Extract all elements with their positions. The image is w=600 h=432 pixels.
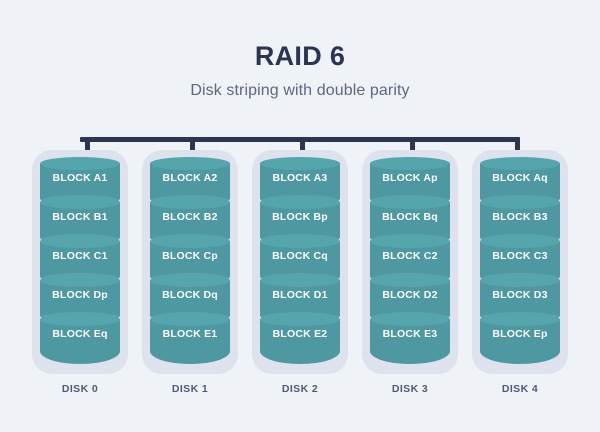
cylinder-top-ellipse <box>40 235 120 248</box>
cylinder-body <box>480 319 560 364</box>
disk-column-4[interactable]: BLOCK Aq BLOCK B3 BLOCK C3 BLOCK D3 BLOCK Ep <box>472 150 568 374</box>
cylinder-top-ellipse <box>370 157 450 170</box>
block-label: BLOCK Ap <box>382 172 438 184</box>
block-label: BLOCK Aq <box>492 172 548 184</box>
block-label: BLOCK Dq <box>162 289 218 301</box>
block-label: BLOCK Bp <box>272 211 328 223</box>
cylinder-top-ellipse <box>40 157 120 170</box>
disk-label-0: DISK 0 <box>61 383 99 395</box>
cylinder-top-ellipse <box>150 157 230 170</box>
block-label: BLOCK Cp <box>162 250 218 262</box>
cylinder-top-ellipse <box>260 196 340 209</box>
block-stack: BLOCK Aq BLOCK B3 BLOCK C3 BLOCK D3 BLOCK Ep <box>480 157 560 367</box>
block-label: BLOCK E3 <box>382 328 438 340</box>
block-label: BLOCK A2 <box>162 172 218 184</box>
disk-column-1[interactable]: BLOCK A2 BLOCK B2 BLOCK Cp BLOCK Dq BLOCK E1 <box>142 150 238 374</box>
block-label: BLOCK C1 <box>52 250 108 262</box>
disk-casing: BLOCK A1 BLOCK B1 BLOCK C1 BLOCK Dp BLOCK Eq <box>32 150 128 374</box>
disk-block[interactable]: BLOCK Ep <box>480 313 560 364</box>
disk-column-2[interactable]: BLOCK A3 BLOCK Bp BLOCK Cq BLOCK D1 BLOCK E2 <box>252 150 348 374</box>
disk-block[interactable]: BLOCK A1 <box>40 157 120 208</box>
block-label: BLOCK C2 <box>382 250 438 262</box>
block-label: BLOCK Cq <box>272 250 328 262</box>
block-label: BLOCK D1 <box>272 289 328 301</box>
disk-label-2: DISK 2 <box>281 383 319 395</box>
cylinder-top-ellipse <box>260 157 340 170</box>
block-stack: BLOCK A2 BLOCK B2 BLOCK Cp BLOCK Dq BLOCK E1 <box>150 157 230 367</box>
disk-block[interactable]: BLOCK Aq <box>480 157 560 208</box>
cylinder-body <box>150 319 230 364</box>
block-label: BLOCK B1 <box>52 211 108 223</box>
cylinder-top-ellipse <box>150 196 230 209</box>
disk-label-4: DISK 4 <box>501 383 539 395</box>
block-stack: BLOCK A1 BLOCK B1 BLOCK C1 BLOCK Dp BLOCK Eq <box>40 157 120 367</box>
cylinder-top-ellipse <box>480 274 560 287</box>
cylinder-top-ellipse <box>370 313 450 326</box>
cylinder-top-ellipse <box>40 274 120 287</box>
cylinder-top-ellipse <box>370 235 450 248</box>
block-stack: BLOCK Ap BLOCK Bq BLOCK C2 BLOCK D2 BLOCK E3 <box>370 157 450 367</box>
block-label: BLOCK Ep <box>492 328 548 340</box>
disk-casing: BLOCK Ap BLOCK Bq BLOCK C2 BLOCK D2 BLOCK E3 <box>362 150 458 374</box>
cylinder-top-ellipse <box>40 196 120 209</box>
cylinder-top-ellipse <box>150 274 230 287</box>
cylinder-top-ellipse <box>480 157 560 170</box>
cylinder-top-ellipse <box>40 313 120 326</box>
disk-column-0[interactable]: BLOCK A1 BLOCK B1 BLOCK C1 BLOCK Dp BLOCK Eq <box>32 150 128 374</box>
disk-column-3[interactable]: BLOCK Ap BLOCK Bq BLOCK C2 BLOCK D2 BLOCK E3 <box>362 150 458 374</box>
cylinder-top-ellipse <box>480 313 560 326</box>
block-label: BLOCK A3 <box>272 172 328 184</box>
cylinder-body <box>370 319 450 364</box>
disk-casing: BLOCK A3 BLOCK Bp BLOCK Cq BLOCK D1 BLOCK E2 <box>252 150 348 374</box>
disk-label-3: DISK 3 <box>391 383 429 395</box>
cylinder-body <box>40 319 120 364</box>
cylinder-top-ellipse <box>260 313 340 326</box>
block-label: BLOCK E2 <box>272 328 328 340</box>
block-label: BLOCK C3 <box>492 250 548 262</box>
block-label: BLOCK Eq <box>52 328 108 340</box>
page-title: RAID 6 <box>254 41 346 71</box>
disk-block[interactable]: BLOCK E3 <box>370 313 450 364</box>
disk-casing: BLOCK Aq BLOCK B3 BLOCK C3 BLOCK D3 BLOCK Ep <box>472 150 568 374</box>
cylinder-top-ellipse <box>260 274 340 287</box>
block-label: BLOCK B2 <box>162 211 218 223</box>
cylinder-top-ellipse <box>260 235 340 248</box>
block-label: BLOCK B3 <box>492 211 548 223</box>
disk-block[interactable]: BLOCK A2 <box>150 157 230 208</box>
disk-label-1: DISK 1 <box>171 383 209 395</box>
block-stack: BLOCK A3 BLOCK Bp BLOCK Cq BLOCK D1 BLOCK E2 <box>260 157 340 367</box>
disk-block[interactable]: BLOCK Eq <box>40 313 120 364</box>
cylinder-body <box>260 319 340 364</box>
cylinder-top-ellipse <box>370 274 450 287</box>
cylinder-top-ellipse <box>150 313 230 326</box>
cylinder-top-ellipse <box>370 196 450 209</box>
block-label: BLOCK Dp <box>52 289 108 301</box>
disk-casing: BLOCK A2 BLOCK B2 BLOCK Cp BLOCK Dq BLOCK E1 <box>142 150 238 374</box>
disk-block[interactable]: BLOCK E2 <box>260 313 340 364</box>
block-label: BLOCK D2 <box>382 289 438 301</box>
block-label: BLOCK Bq <box>382 211 438 223</box>
block-label: BLOCK D3 <box>492 289 548 301</box>
disk-block[interactable]: BLOCK E1 <box>150 313 230 364</box>
page-subtitle: Disk striping with double parity <box>190 82 410 99</box>
block-label: BLOCK A1 <box>52 172 108 184</box>
block-label: BLOCK E1 <box>162 328 218 340</box>
cylinder-top-ellipse <box>150 235 230 248</box>
cylinder-top-ellipse <box>480 235 560 248</box>
cylinder-top-ellipse <box>480 196 560 209</box>
